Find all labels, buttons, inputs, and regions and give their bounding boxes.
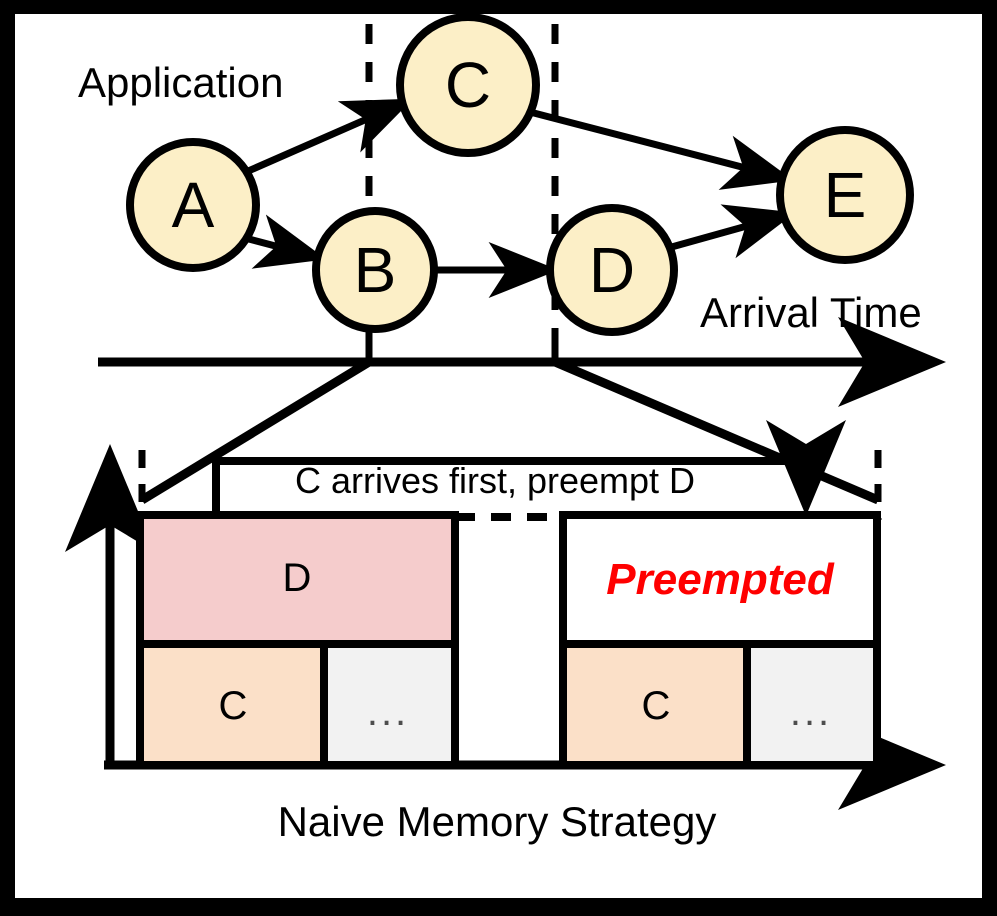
callout-text: C arrives first, preempt D (295, 463, 695, 499)
left-block-task-c-label: C (219, 686, 248, 726)
dag-node-d-label: D (589, 238, 635, 302)
dag-node-a-label: A (172, 173, 215, 237)
left-block-task-d-label: D (283, 558, 312, 598)
preempted-label: Preempted (606, 558, 833, 602)
right-block-task-c-label: C (642, 686, 671, 726)
left-block-ellipsis-icon: ... (367, 692, 409, 732)
dag-node-b-label: B (354, 238, 397, 302)
figure-canvas (15, 14, 982, 898)
dag-node-c-label: C (445, 53, 491, 117)
application-title: Application (78, 62, 283, 104)
right-block-ellipsis-icon: ... (790, 692, 832, 732)
dag-node-e-label: E (824, 163, 867, 227)
arrival-time-axis-label: Arrival Time (700, 292, 922, 334)
bottom-caption: Naive Memory Strategy (278, 801, 717, 843)
